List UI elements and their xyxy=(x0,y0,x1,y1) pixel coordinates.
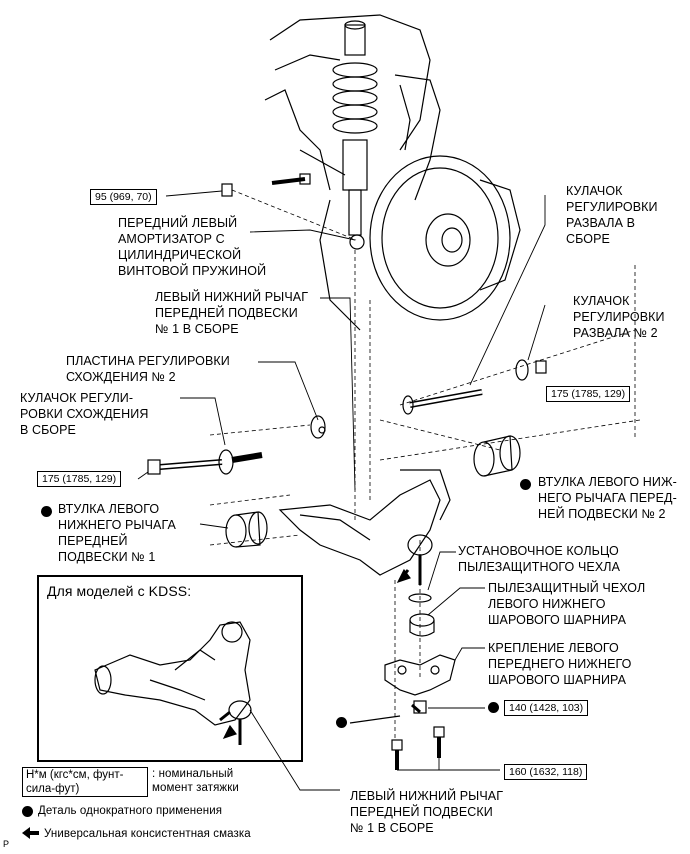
label-lower-arm-bottom: ЛЕВЫЙ НИЖНИЙ РЫЧАГ ПЕРЕДНЕЙ ПОДВЕСКИ № 1… xyxy=(350,789,504,835)
grease-arrow-icon xyxy=(22,827,39,839)
label-camber-cam-assy: КУЛАЧОК РЕГУЛИРОВКИ РАЗВАЛА В СБОРЕ xyxy=(566,184,658,246)
legend-unit-box: Н*м (кгс*см, фунт- сила-фут) xyxy=(22,767,148,797)
label-ball-joint-attach: КРЕПЛЕНИЕ ЛЕВОГО ПЕРЕДНЕГО НИЖНЕГО ШАРОВ… xyxy=(488,641,632,687)
non-reusable-dot xyxy=(520,479,531,490)
kdss-inset: Для моделей с KDSS: xyxy=(37,575,303,762)
kdss-inset-illustration xyxy=(94,621,252,745)
legend-non-reusable-dot xyxy=(22,806,33,817)
coil-spring xyxy=(332,62,378,134)
legend-unit-desc: : номинальный момент затяжки xyxy=(152,768,239,794)
label-bushing-2: ВТУЛКА ЛЕВОГО НИЖ- НЕГО РЫЧАГА ПЕРЕД- НЕ… xyxy=(538,475,677,521)
legend-non-reusable: Деталь однократного применения xyxy=(38,805,223,817)
torque-shock: 95 (969, 70) xyxy=(90,189,157,205)
label-boot-ring: УСТАНОВОЧНОЕ КОЛЬЦО ПЫЛЕЗАЩИТНОГО ЧЕХЛА xyxy=(458,544,621,574)
torque-ball-joint-nut: 140 (1428, 103) xyxy=(504,700,589,716)
label-lower-arm-top: ЛЕВЫЙ НИЖНИЙ РЫЧАГ ПЕРЕДНЕЙ ПОДВЕСКИ № 1… xyxy=(155,290,309,336)
torque-ball-joint-bolts: 160 (1632, 118) xyxy=(504,764,588,780)
corner-mark: P xyxy=(3,839,10,849)
torque-camber-nut: 175 (1785, 129) xyxy=(546,386,631,402)
legend-grease: Универсальная консистентная смазка xyxy=(44,828,251,840)
inset-title: Для моделей с KDSS: xyxy=(47,583,192,599)
label-bushing-1: ВТУЛКА ЛЕВОГО НИЖНЕГО РЫЧАГА ПЕРЕДНЕЙ ПО… xyxy=(58,502,176,564)
non-reusable-dot xyxy=(488,702,499,713)
non-reusable-dot xyxy=(336,717,347,728)
torque-toe-bolt: 175 (1785, 129) xyxy=(37,471,122,487)
label-ball-joint-boot: ПЫЛЕЗАЩИТНЫЙ ЧЕХОЛ ЛЕВОГО НИЖНЕГО ШАРОВО… xyxy=(488,581,646,627)
label-toe-plate: ПЛАСТИНА РЕГУЛИРОВКИ СХОЖДЕНИЯ № 2 xyxy=(66,354,230,384)
label-camber-cam-2: КУЛАЧОК РЕГУЛИРОВКИ РАЗВАЛА № 2 xyxy=(573,294,665,340)
non-reusable-dot xyxy=(41,506,52,517)
label-shock-absorber: ПЕРЕДНИЙ ЛЕВЫЙ АМОРТИЗАТОР С ЦИЛИНДРИЧЕС… xyxy=(118,216,267,278)
label-toe-cam: КУЛАЧОК РЕГУЛИ- РОВКИ СХОЖДЕНИЯ В СБОРЕ xyxy=(20,391,149,437)
